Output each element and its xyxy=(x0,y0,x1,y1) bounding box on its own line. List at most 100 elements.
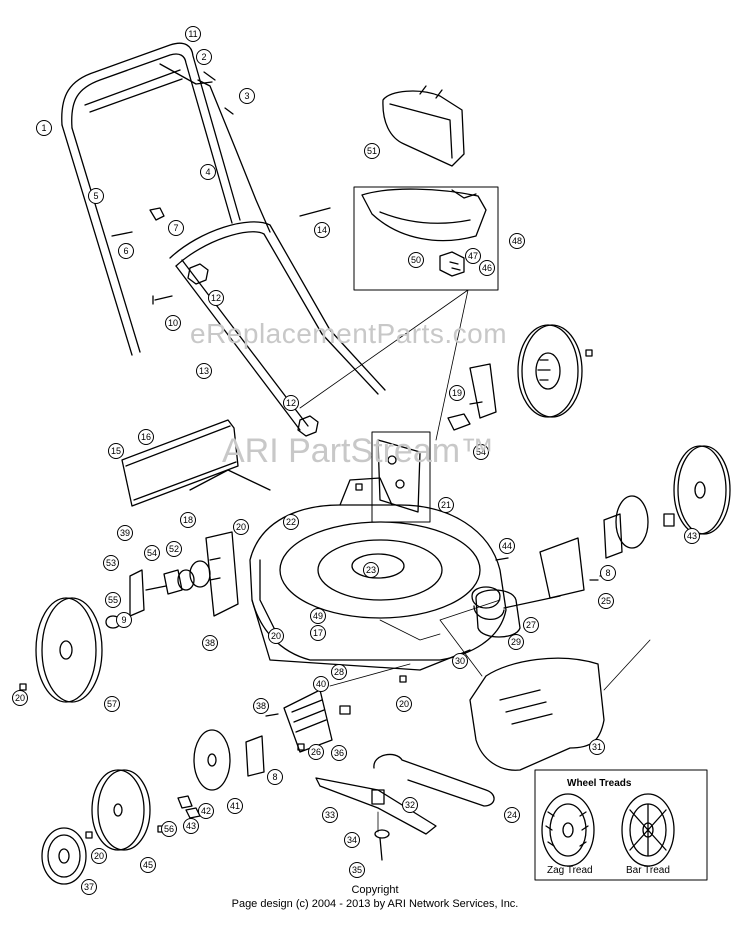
callout-14[interactable]: 14 xyxy=(314,222,330,238)
mulch-kit-group-box xyxy=(353,186,499,291)
callout-13[interactable]: 13 xyxy=(196,363,212,379)
hinge-plate-box xyxy=(371,431,431,523)
callout-54[interactable]: 54 xyxy=(473,444,489,460)
callout-10[interactable]: 10 xyxy=(165,315,181,331)
callout-7[interactable]: 7 xyxy=(168,220,184,236)
rear-wheel-right xyxy=(517,324,583,418)
rear-wheel-hub-plate xyxy=(193,729,231,791)
callout-42[interactable]: 42 xyxy=(198,803,214,819)
callout-25[interactable]: 25 xyxy=(598,593,614,609)
cable-tie xyxy=(149,207,165,221)
callout-33[interactable]: 33 xyxy=(322,807,338,823)
callout-21[interactable]: 21 xyxy=(438,497,454,513)
callout-19[interactable]: 19 xyxy=(449,385,465,401)
callout-48[interactable]: 48 xyxy=(509,233,525,249)
callout-11[interactable]: 11 xyxy=(185,26,201,42)
control-bail xyxy=(159,63,213,85)
svg-text:15: 15 xyxy=(111,446,121,456)
svg-text:19: 19 xyxy=(452,388,462,398)
callout-43[interactable]: 43 xyxy=(684,528,700,544)
callout-37[interactable]: 37 xyxy=(81,879,97,895)
callout-22[interactable]: 22 xyxy=(283,514,299,530)
callout-12[interactable]: 12 xyxy=(208,290,224,306)
callout-2[interactable]: 2 xyxy=(196,49,212,65)
callout-50[interactable]: 50 xyxy=(408,252,424,268)
callout-20[interactable]: 20 xyxy=(12,690,28,706)
svg-text:47: 47 xyxy=(468,251,478,261)
callout-16[interactable]: 16 xyxy=(138,429,154,445)
callout-12[interactable]: 12 xyxy=(283,395,299,411)
svg-text:29: 29 xyxy=(511,637,521,647)
callout-56[interactable]: 56 xyxy=(161,821,177,837)
svg-text:38: 38 xyxy=(205,638,215,648)
svg-text:16: 16 xyxy=(141,432,151,442)
callout-30[interactable]: 30 xyxy=(452,653,468,669)
callout-28[interactable]: 28 xyxy=(331,664,347,680)
zag-tread-label: Zag Tread xyxy=(547,865,593,876)
callout-45[interactable]: 45 xyxy=(140,857,156,873)
callout-54[interactable]: 54 xyxy=(144,545,160,561)
callout-44[interactable]: 44 xyxy=(499,538,515,554)
svg-text:32: 32 xyxy=(405,800,415,810)
callout-36[interactable]: 36 xyxy=(331,745,347,761)
callout-55[interactable]: 55 xyxy=(105,592,121,608)
callout-51[interactable]: 51 xyxy=(364,143,380,159)
height-adjust-lever xyxy=(129,569,145,617)
callout-49[interactable]: 49 xyxy=(310,608,326,624)
callout-8[interactable]: 8 xyxy=(600,565,616,581)
callout-34[interactable]: 34 xyxy=(344,832,360,848)
callout-27[interactable]: 27 xyxy=(523,617,539,633)
rear-wheel-left xyxy=(91,769,151,851)
callout-18[interactable]: 18 xyxy=(180,512,196,528)
svg-text:10: 10 xyxy=(168,318,178,328)
callout-41[interactable]: 41 xyxy=(227,798,243,814)
callout-40[interactable]: 40 xyxy=(313,676,329,692)
callout-4[interactable]: 4 xyxy=(200,164,216,180)
callout-26[interactable]: 26 xyxy=(308,744,324,760)
callout-38[interactable]: 38 xyxy=(202,635,218,651)
callout-53[interactable]: 53 xyxy=(103,555,119,571)
svg-text:18: 18 xyxy=(183,515,193,525)
callout-46[interactable]: 46 xyxy=(479,260,495,276)
wheel-treads-title: Wheel Treads xyxy=(567,778,632,789)
callout-47[interactable]: 47 xyxy=(465,248,481,264)
svg-text:5: 5 xyxy=(93,191,98,201)
callout-1[interactable]: 1 xyxy=(36,120,52,136)
callout-15[interactable]: 15 xyxy=(108,443,124,459)
svg-text:49: 49 xyxy=(313,611,323,621)
callout-31[interactable]: 31 xyxy=(589,739,605,755)
callout-5[interactable]: 5 xyxy=(88,188,104,204)
callout-9[interactable]: 9 xyxy=(116,612,132,628)
callout-35[interactable]: 35 xyxy=(349,862,365,878)
svg-text:20: 20 xyxy=(94,851,104,861)
svg-text:33: 33 xyxy=(325,810,335,820)
callout-8[interactable]: 8 xyxy=(267,769,283,785)
callout-20[interactable]: 20 xyxy=(91,848,107,864)
svg-text:43: 43 xyxy=(687,531,697,541)
svg-text:20: 20 xyxy=(271,631,281,641)
callout-38[interactable]: 38 xyxy=(253,698,269,714)
callout-39[interactable]: 39 xyxy=(117,525,133,541)
svg-text:27: 27 xyxy=(526,620,536,630)
callout-57[interactable]: 57 xyxy=(104,696,120,712)
callout-43[interactable]: 43 xyxy=(183,818,199,834)
svg-text:1: 1 xyxy=(41,123,46,133)
callout-23[interactable]: 23 xyxy=(363,562,379,578)
door-bracket xyxy=(439,251,465,277)
callout-6[interactable]: 6 xyxy=(118,243,134,259)
svg-text:44: 44 xyxy=(502,541,512,551)
callout-17[interactable]: 17 xyxy=(310,625,326,641)
front-wheel-left xyxy=(35,597,103,703)
svg-text:21: 21 xyxy=(441,500,451,510)
callout-3[interactable]: 3 xyxy=(239,88,255,104)
callout-20[interactable]: 20 xyxy=(396,696,412,712)
svg-text:52: 52 xyxy=(169,544,179,554)
callout-24[interactable]: 24 xyxy=(504,807,520,823)
callout-20[interactable]: 20 xyxy=(233,519,249,535)
callout-20[interactable]: 20 xyxy=(268,628,284,644)
callout-32[interactable]: 32 xyxy=(402,797,418,813)
callout-52[interactable]: 52 xyxy=(166,541,182,557)
callout-29[interactable]: 29 xyxy=(508,634,524,650)
